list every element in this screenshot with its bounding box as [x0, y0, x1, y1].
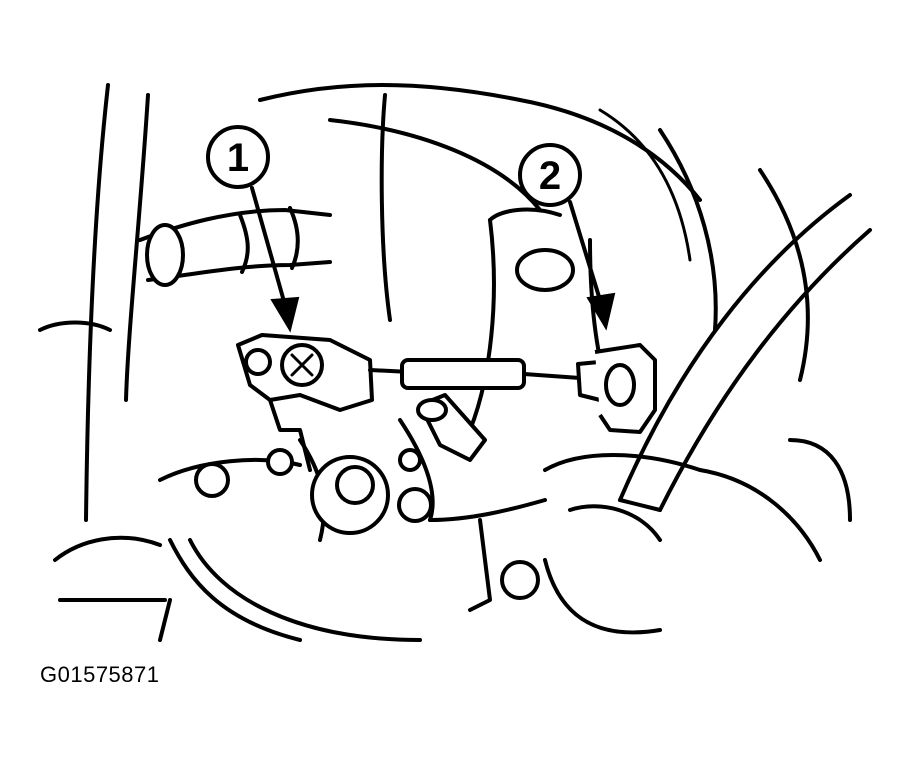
engine-outline [38, 83, 810, 382]
callout-2: 2 [518, 143, 616, 331]
lower-assembly [158, 418, 852, 642]
left-vertical-pipe [53, 83, 167, 602]
figure-id-label: G01575871 [40, 662, 160, 687]
callout-1: 1 [206, 125, 300, 333]
cable-connector [416, 393, 487, 462]
callout-1-label: 1 [227, 136, 249, 180]
upper-hose [138, 206, 332, 287]
right-diagonal-pipe [618, 193, 872, 512]
callout-2-label: 2 [539, 154, 561, 198]
shift-cable [368, 343, 657, 434]
